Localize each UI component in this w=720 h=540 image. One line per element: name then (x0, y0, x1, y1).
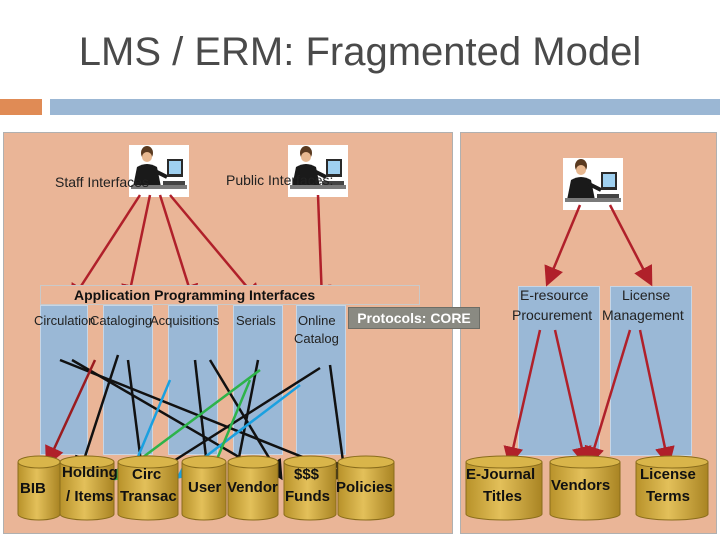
db-cylinder-circ-transac (117, 462, 179, 521)
db-cylinder-top-license-terms (635, 455, 709, 469)
db-label-holding: Holding (62, 464, 118, 481)
db-cylinder-top-vendor (227, 455, 279, 469)
db-cylinder-top-user (181, 455, 227, 469)
accent-bar-blue (50, 99, 720, 115)
db-cylinder-vendors (549, 462, 621, 521)
db-cylinder-top-funds (283, 455, 337, 469)
module-label-online: Online (298, 313, 336, 328)
db-label-items: / Items (66, 488, 114, 505)
db-label-titles: Titles (483, 488, 522, 505)
db-cylinder-user (181, 462, 227, 521)
public-person-icon (286, 143, 350, 199)
staff-interfaces-label: Staff Interfaces (55, 174, 149, 190)
db-label-transac: Transac (120, 488, 177, 505)
db-cylinder-vendor (227, 462, 279, 521)
accent-bar-orange (0, 99, 42, 115)
db-label-bib: BIB (20, 480, 46, 497)
db-label-circ: Circ (132, 466, 162, 483)
db-cylinder-bib (17, 462, 61, 521)
db-cylinder-ejournal-titles (465, 462, 543, 521)
erm-module-label-eresource: E-resource (520, 287, 589, 303)
db-label-funds: Funds (285, 488, 330, 505)
db-cylinder-holding-items (59, 462, 115, 521)
db-cylinder-funds (283, 462, 337, 521)
db-label-ejournal: E-Journal (466, 466, 536, 483)
protocols-badge: Protocols: CORE (348, 307, 480, 329)
erm-person-icon (561, 156, 625, 212)
db-label-vendors: Vendors (551, 477, 611, 494)
db-cylinder-top-vendors (549, 455, 621, 469)
db-cylinder-license-terms (635, 462, 709, 521)
db-label-dollars: $$$ (294, 466, 320, 483)
erm-module-label-management: Management (602, 307, 684, 323)
db-label-vendor: Vendor (227, 479, 278, 496)
db-label-user: User (188, 479, 222, 496)
page-title: LMS / ERM: Fragmented Model (78, 30, 642, 74)
db-cylinder-top-circ-transac (117, 455, 179, 469)
db-label-license: License (640, 466, 696, 483)
erm-module-label-procurement: Procurement (512, 307, 593, 323)
db-cylinder-top-policies (337, 455, 395, 469)
module-license-management (610, 286, 692, 456)
db-label-terms: Terms (646, 488, 690, 505)
db-cylinder-policies (337, 462, 395, 521)
module-label-circulation: Circulation (34, 313, 96, 328)
public-interfaces-label: Public Interfaces: (226, 172, 334, 188)
erm-module-label-license: License (622, 287, 671, 303)
module-label-acquisitions: Acquisitions (150, 313, 220, 328)
module-label-serials: Serials (236, 313, 276, 328)
api-bar: Application Programming Interfaces (40, 285, 420, 305)
db-label-policies: Policies (336, 479, 393, 496)
module-label-cataloging: Cataloging (90, 313, 153, 328)
module-label-catalog: Catalog (294, 331, 339, 346)
db-cylinder-top-bib (17, 455, 61, 469)
db-cylinder-top-ejournal-titles (465, 455, 543, 469)
db-cylinder-top-holding-items (59, 455, 115, 469)
